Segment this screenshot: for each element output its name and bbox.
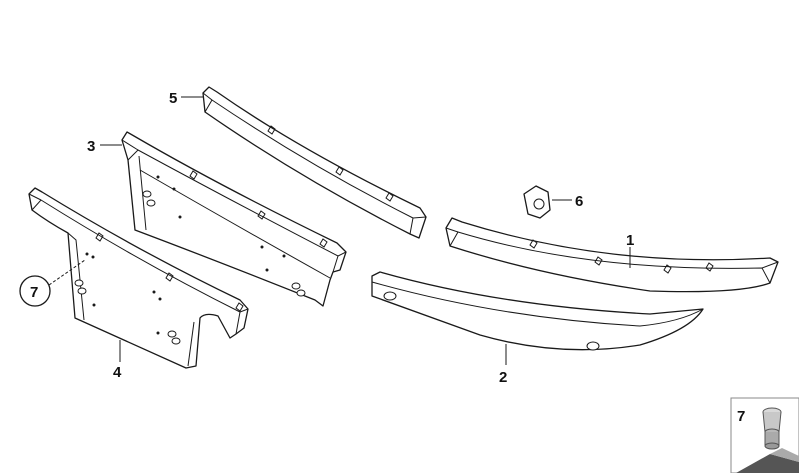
callout-5: 5 bbox=[169, 90, 177, 107]
callout-6: 6 bbox=[575, 193, 583, 210]
callout-3: 3 bbox=[87, 138, 95, 155]
callout-4: 4 bbox=[113, 364, 122, 381]
svg-text:7: 7 bbox=[30, 284, 38, 301]
callout-7-legend: 7 bbox=[737, 408, 745, 425]
folded-corner-arrow-icon bbox=[736, 448, 799, 473]
callout-1: 1 bbox=[626, 232, 634, 249]
legend-box: 7 bbox=[730, 397, 799, 473]
callout-2: 2 bbox=[499, 369, 507, 386]
part-2-lower-strip[interactable] bbox=[371, 271, 704, 351]
part-3-plate-bracket[interactable] bbox=[121, 131, 347, 307]
part-1-bumper-trim[interactable] bbox=[445, 217, 779, 293]
part-6-clip[interactable] bbox=[523, 185, 551, 219]
part-4-plate-base[interactable] bbox=[28, 187, 249, 369]
plug-grommet-icon bbox=[762, 407, 782, 450]
part-5-trim-strip[interactable] bbox=[202, 86, 427, 239]
callout-7-circled: 7 bbox=[19, 259, 86, 307]
